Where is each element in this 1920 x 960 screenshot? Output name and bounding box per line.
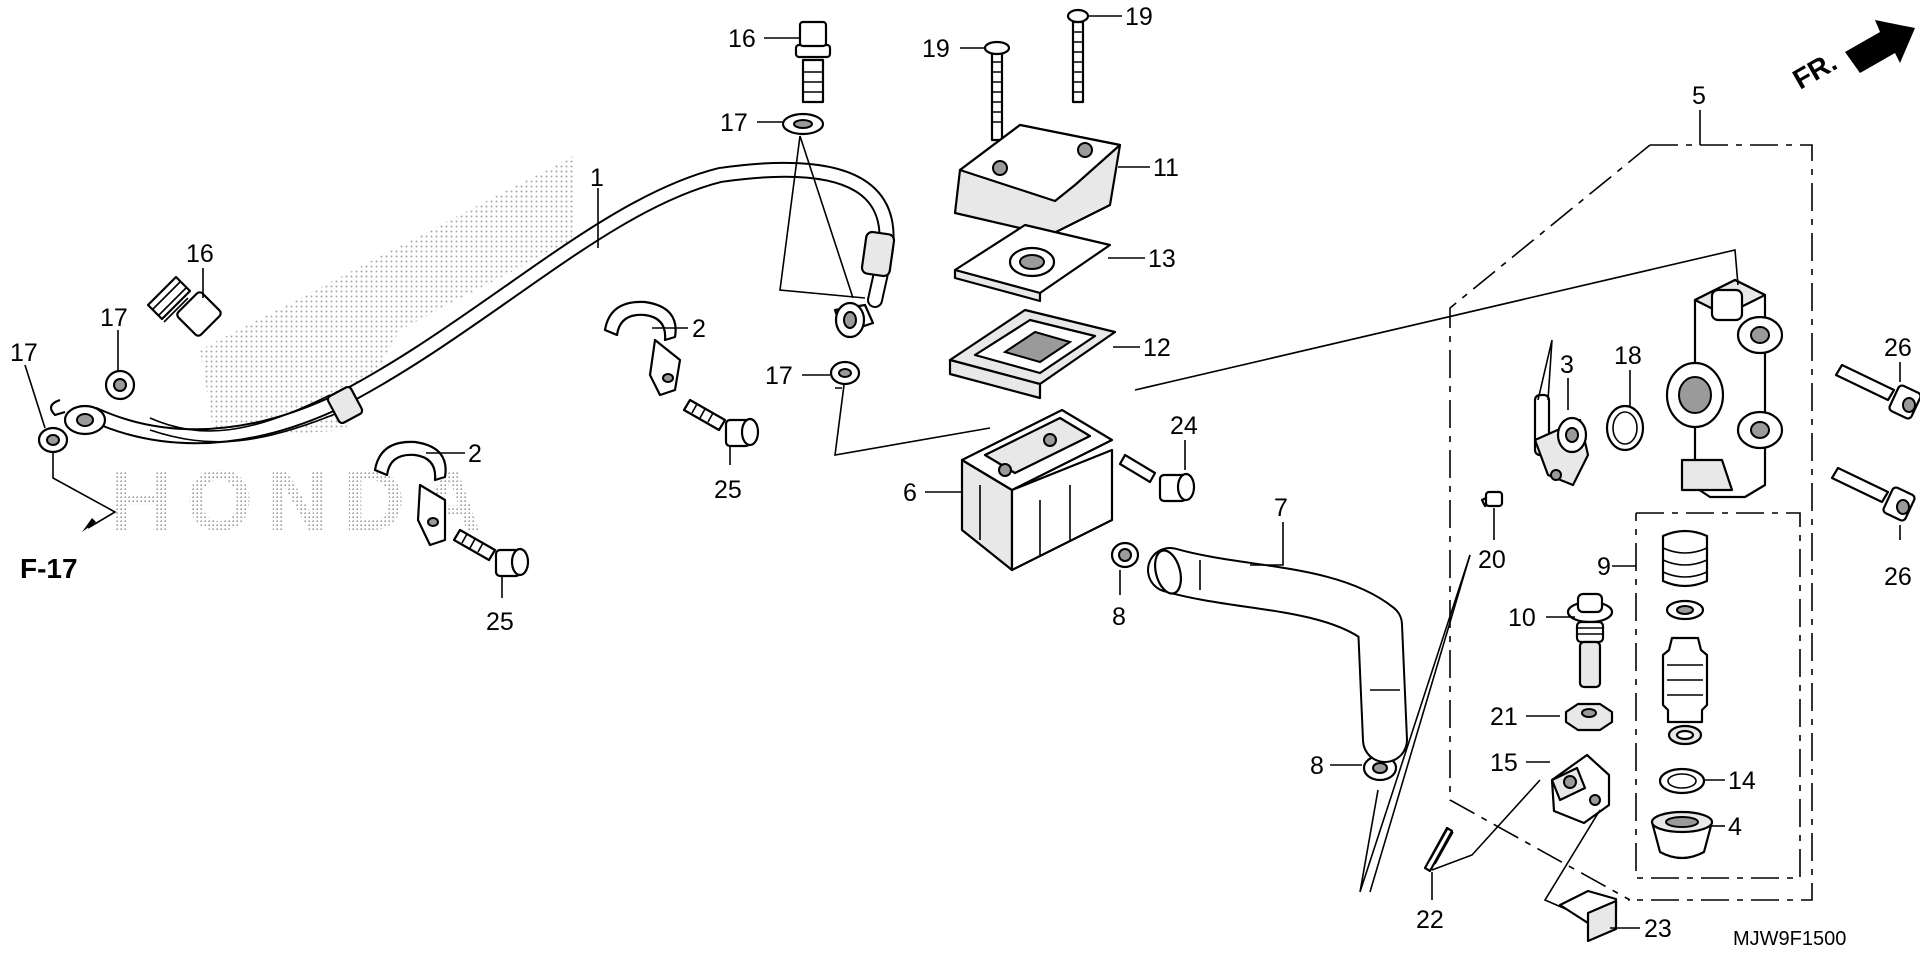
clip-8-upper bbox=[1110, 541, 1140, 569]
drawing-code: MJW9F1500 bbox=[1733, 928, 1846, 950]
callout-3: 3 bbox=[1560, 351, 1574, 379]
callout-22: 22 bbox=[1416, 906, 1444, 934]
callout-26: 26 bbox=[1884, 563, 1912, 591]
cotter-pin-22 bbox=[1423, 826, 1454, 873]
callout-17: 17 bbox=[720, 109, 748, 137]
screw-19-right bbox=[1066, 8, 1090, 104]
callout-2: 2 bbox=[468, 440, 482, 468]
reservoir-hose-7 bbox=[1147, 547, 1408, 763]
callout-25: 25 bbox=[486, 608, 514, 636]
bolt-26-lower bbox=[1830, 466, 1916, 522]
reference-label: F-17 bbox=[20, 553, 78, 584]
boot-4 bbox=[1650, 810, 1714, 860]
brake-hose-part bbox=[49, 161, 896, 445]
callout-6: 6 bbox=[903, 479, 917, 507]
bolt-24 bbox=[1118, 453, 1196, 503]
bolt-25-lower bbox=[452, 528, 530, 578]
callout-5: 5 bbox=[1692, 82, 1706, 110]
callout-18: 18 bbox=[1614, 342, 1642, 370]
bolt-26-upper bbox=[1834, 363, 1920, 420]
callout-25: 25 bbox=[714, 476, 742, 504]
callout-17: 17 bbox=[765, 362, 793, 390]
joint-pin-23 bbox=[1558, 889, 1618, 943]
nut-21 bbox=[1564, 702, 1614, 732]
callout-8: 8 bbox=[1112, 603, 1126, 631]
callout-17: 17 bbox=[10, 339, 38, 367]
screw-19-left bbox=[983, 40, 1011, 142]
callout-15: 15 bbox=[1490, 749, 1518, 777]
front-arrow-icon bbox=[1845, 20, 1915, 73]
callout-9: 9 bbox=[1597, 553, 1611, 581]
bolt-16-top bbox=[794, 20, 832, 104]
callout-12: 12 bbox=[1143, 334, 1171, 362]
callout-4: 4 bbox=[1728, 813, 1742, 841]
leader-lines bbox=[24, 15, 1901, 929]
master-cylinder-body bbox=[1665, 278, 1784, 499]
callout-21: 21 bbox=[1490, 703, 1518, 731]
callout-16: 16 bbox=[186, 240, 214, 268]
callout-17: 17 bbox=[100, 304, 128, 332]
callout-24: 24 bbox=[1170, 412, 1198, 440]
callout-labels: 16 17 1 16 17 17 17 2 2 25 25 19 19 11 1… bbox=[10, 3, 1912, 943]
washer-17-left-a bbox=[104, 369, 136, 401]
circlip-14 bbox=[1658, 767, 1706, 795]
clamp-2-lower bbox=[373, 440, 447, 547]
front-marker-label: FR. bbox=[1788, 46, 1843, 95]
reservoir-6 bbox=[960, 408, 1114, 572]
diaphragm-12 bbox=[948, 308, 1117, 400]
reference-arrow-icon bbox=[82, 518, 96, 532]
bolt-25-upper bbox=[682, 398, 760, 448]
callout-11: 11 bbox=[1153, 154, 1179, 182]
callout-13: 13 bbox=[1148, 245, 1176, 273]
watermark-shading: HONDA bbox=[110, 155, 575, 549]
callout-16: 16 bbox=[728, 25, 756, 53]
callout-19: 19 bbox=[922, 35, 950, 63]
clamp-2-upper bbox=[603, 300, 682, 397]
callout-8: 8 bbox=[1310, 752, 1324, 780]
callout-23: 23 bbox=[1644, 915, 1672, 943]
callout-7: 7 bbox=[1274, 494, 1288, 522]
clevis-15 bbox=[1550, 753, 1611, 825]
piston-set-9 bbox=[1661, 529, 1709, 746]
callout-14: 14 bbox=[1728, 767, 1756, 795]
connector-3 bbox=[1533, 393, 1590, 487]
callout-2: 2 bbox=[692, 315, 706, 343]
callout-19: 19 bbox=[1125, 3, 1153, 31]
callout-1: 1 bbox=[590, 164, 604, 192]
o-ring-18 bbox=[1605, 404, 1645, 452]
washer-17-mid bbox=[829, 360, 861, 386]
screw-20 bbox=[1480, 490, 1504, 508]
callout-20: 20 bbox=[1478, 546, 1506, 574]
callout-26: 26 bbox=[1884, 334, 1912, 362]
callout-10: 10 bbox=[1508, 604, 1536, 632]
diaphragm-plate-13 bbox=[953, 223, 1112, 303]
washer-17-top bbox=[781, 112, 825, 136]
bolt-16-left bbox=[146, 275, 222, 337]
push-rod-10 bbox=[1566, 592, 1614, 689]
washer-17-left-b bbox=[37, 426, 69, 454]
reservoir-cap-11 bbox=[953, 123, 1122, 237]
